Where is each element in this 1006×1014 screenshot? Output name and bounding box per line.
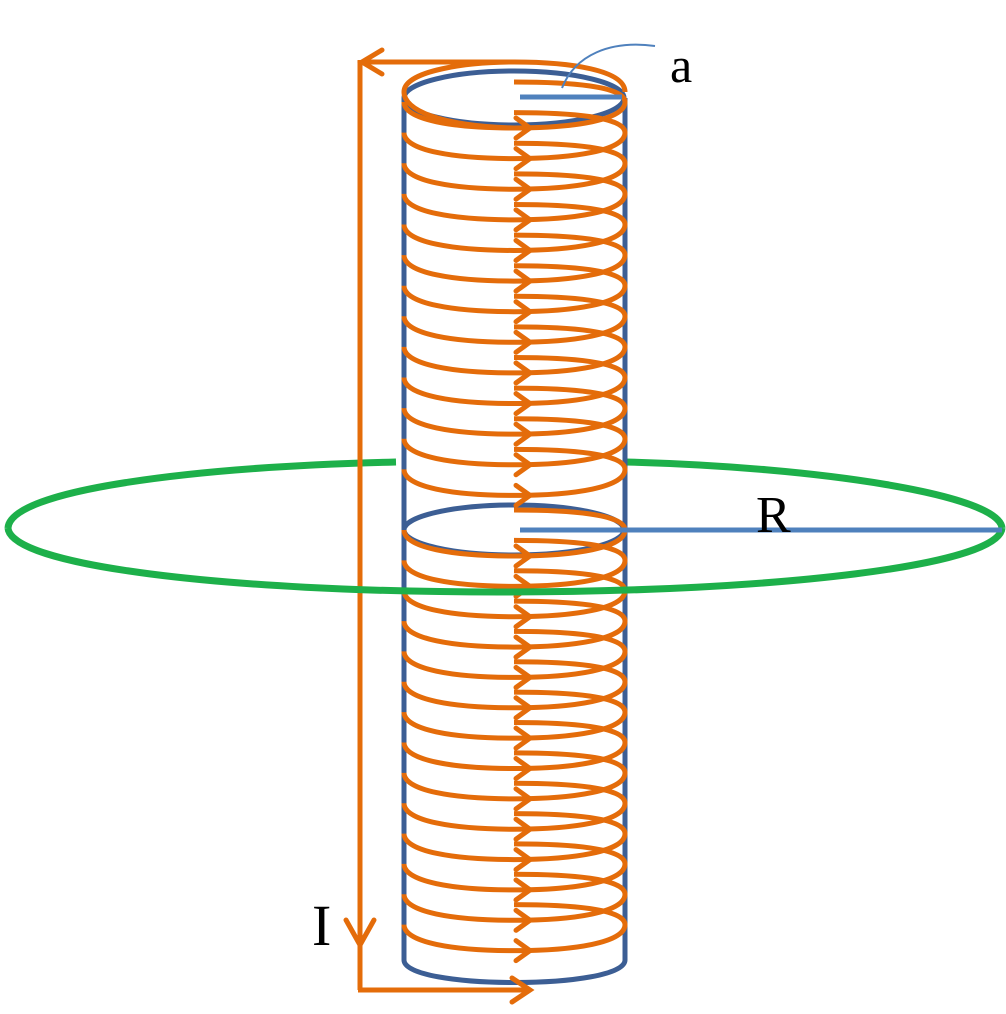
coil-turn-arrow [513,391,535,417]
coil-turn-arrow [513,176,535,202]
coil-upper [401,79,628,508]
coil-turn-arrow [513,725,535,751]
coil-turn [401,720,628,772]
coil-turn [401,446,628,498]
coil-turn [401,750,628,802]
coil-turn [401,811,628,863]
label-a: a [670,37,692,93]
coil-turn-arrow [513,482,535,508]
coil-turn-arrow [513,421,535,447]
amperian-loop-front [4,527,1006,596]
radius-a-leader [561,43,656,89]
coil-turn-arrow [513,452,535,478]
coil-turn-arrow [513,115,535,141]
coil-turn-arrow [513,756,535,781]
coil-turn [401,355,628,407]
coil-turn-arrow [513,847,535,873]
coil-turn-arrow [513,907,535,933]
coil-turn [401,689,628,741]
coil-turn [401,537,628,589]
amperian-loop-back-right [624,458,1006,529]
coil-turn [401,201,628,253]
coil-turn [401,110,628,162]
wire-top-loop [401,59,628,131]
coil-lower [401,507,628,964]
coil-turn-arrow [513,877,535,903]
coil-turn-arrow [513,329,535,355]
coil-turn [401,79,628,131]
coil-turn [401,628,628,680]
coil-turn-arrow [513,207,535,233]
coil-turn-arrow [513,695,535,721]
coil-turn-arrow [513,816,535,842]
amperian-loop-back-left [4,458,397,529]
coil-turn [401,598,628,650]
label-R: R [756,487,791,544]
current-arrow [343,847,377,951]
coil-turn-arrow [513,634,535,660]
coil-turn-arrow [513,938,535,964]
coil-turn [401,902,628,954]
coil-turn [401,416,628,468]
coil-turn [401,507,628,559]
coil-turn [401,171,628,223]
coil-turn [401,841,628,893]
coil-turn-arrow [513,146,535,172]
coil-turn-arrow [513,604,535,630]
amperian-loop [4,458,1006,529]
coil-turn [401,659,628,711]
wire-bottom-arrowhead [509,975,535,1005]
coil-turn-arrow [513,543,535,569]
coil-turn [401,385,628,437]
coil-turn [401,140,628,192]
coil-turn [401,293,628,345]
label-current: I [312,893,331,958]
coil-turn [401,324,628,376]
coil-turn [401,232,628,284]
coil-turn-arrow [513,237,535,263]
coil-turn-arrow [513,268,535,294]
coil-turn-arrow [513,786,535,812]
coil-turn-arrow [513,299,535,325]
coil-turn [401,263,628,315]
coil-turn-arrow [513,360,535,386]
coil-turn-arrow [513,664,535,690]
coil-turn [401,568,628,620]
coil-turn [401,780,628,832]
coil-turn [401,871,628,923]
